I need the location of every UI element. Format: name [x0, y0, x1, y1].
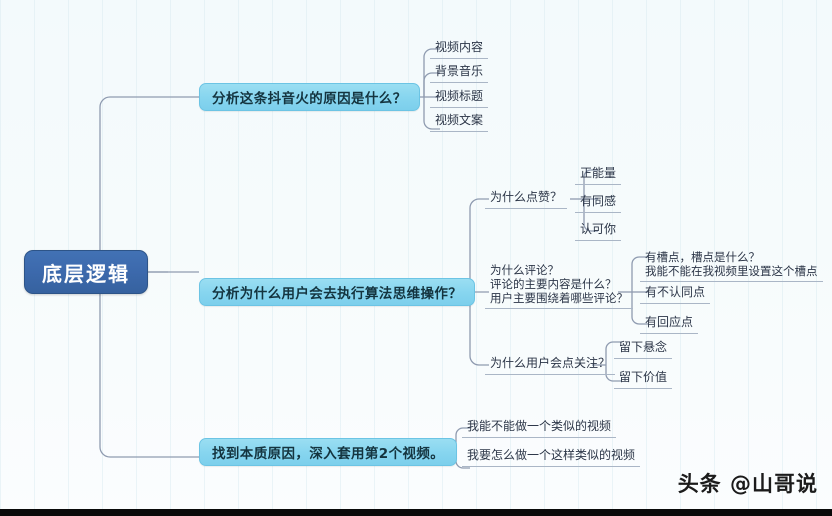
sub-node-why-follow[interactable]: 为什么用户会点关注？ [485, 356, 616, 375]
sub-node-label: 为什么用户会点关注？ [485, 356, 616, 375]
branch-node-1[interactable]: 分析这条抖音火的原因是什么？ [199, 83, 420, 111]
sub-node-why-comment[interactable]: 为什么评论？ 评论的主要内容是什么？ 用户主要围绕着哪些评论？ [485, 263, 633, 309]
leaf-relatable[interactable]: 有同感 [575, 194, 622, 213]
sub-node-label: 为什么点赞？ [485, 190, 568, 209]
leaf-label: 视频标题 [430, 89, 489, 108]
root-node-label: 底层逻辑 [42, 261, 130, 286]
leaf-label: 有不认同点 [640, 285, 711, 304]
leaf-label: 背景音乐 [430, 64, 489, 83]
sub-node-why-like[interactable]: 为什么点赞？ [485, 190, 568, 209]
leaf-label: 正能量 [575, 166, 622, 185]
leaf-label: 留下悬念 [614, 340, 673, 359]
leaf-approval[interactable]: 认可你 [575, 222, 622, 241]
leaf-video-content[interactable]: 视频内容 [430, 40, 489, 59]
sub-node-label-line3: 用户主要围绕着哪些评论？ [485, 291, 633, 309]
leaf-response-point[interactable]: 有回应点 [640, 315, 699, 334]
watermark-text: 头条 @山哥说 [677, 472, 818, 496]
leaf-background-music[interactable]: 背景音乐 [430, 64, 489, 83]
root-node[interactable]: 底层逻辑 [24, 250, 148, 294]
leaf-label-line1: 有槽点，槽点是什么？ [645, 250, 760, 264]
leaf-complaint-point[interactable]: 有槽点，槽点是什么？ 我能不能在我视频里设置这个槽点 [640, 250, 823, 282]
branch-node-3[interactable]: 找到本质原因，深入套用第2个视频。 [199, 438, 458, 466]
leaf-how-to-make-similar[interactable]: 我要怎么做一个这样类似的视频 [462, 448, 641, 467]
leaf-positive-energy[interactable]: 正能量 [575, 166, 622, 185]
branch-node-2-label: 分析为什么用户会去执行算法思维操作？ [212, 286, 463, 302]
leaf-video-copy[interactable]: 视频文案 [430, 113, 489, 132]
branch-node-2[interactable]: 分析为什么用户会去执行算法思维操作？ [199, 278, 476, 306]
branch-node-1-label: 分析这条抖音火的原因是什么？ [212, 91, 407, 107]
leaf-can-i-make-similar[interactable]: 我能不能做一个类似的视频 [462, 419, 617, 438]
leaf-label: 我要怎么做一个这样类似的视频 [462, 448, 641, 467]
sub-node-label-line2: 评论的主要内容是什么？ [490, 277, 617, 291]
branch-node-3-label: 找到本质原因，深入套用第2个视频。 [212, 446, 445, 462]
leaf-video-title[interactable]: 视频标题 [430, 89, 489, 108]
watermark: 头条 @山哥说 [678, 468, 818, 498]
leaf-label: 有回应点 [640, 315, 699, 334]
leaf-disagreement-point[interactable]: 有不认同点 [640, 285, 711, 304]
leaf-label: 我能不能做一个类似的视频 [462, 419, 617, 438]
leaf-label: 视频内容 [430, 40, 489, 59]
leaf-label: 留下价值 [614, 370, 673, 389]
leaf-label-line2: 我能不能在我视频里设置这个槽点 [640, 264, 823, 282]
sub-node-label-line1: 为什么评论？ [490, 263, 559, 277]
leaf-label: 认可你 [575, 222, 622, 241]
leaf-leave-value[interactable]: 留下价值 [614, 370, 673, 389]
leaf-label: 有同感 [575, 194, 622, 213]
leaf-label: 视频文案 [430, 113, 489, 132]
leaf-leave-suspense[interactable]: 留下悬念 [614, 340, 673, 359]
bottom-bar [0, 509, 832, 516]
